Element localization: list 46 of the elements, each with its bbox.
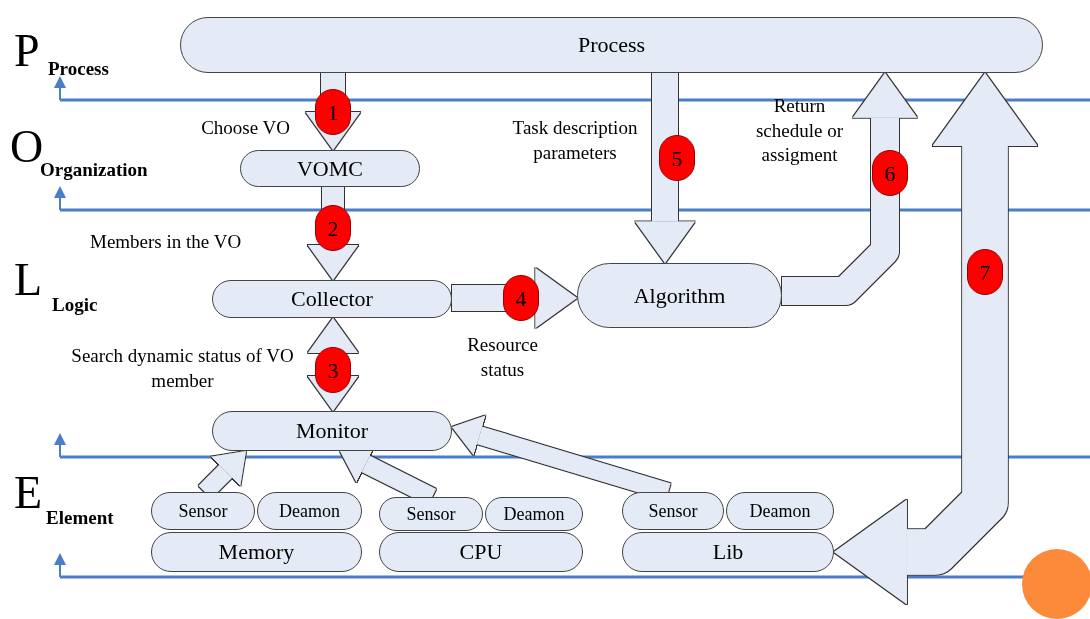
annotation-text: Element bbox=[46, 506, 115, 530]
node-label: CPU bbox=[459, 538, 503, 566]
block-arrow bbox=[834, 73, 1038, 605]
node-label: Memory bbox=[218, 538, 295, 566]
node-label: Sensor bbox=[178, 499, 228, 523]
rounded-box bbox=[151, 532, 362, 572]
rounded-box bbox=[379, 532, 583, 572]
rounded-box bbox=[257, 492, 362, 530]
annotation-text: Choose VO bbox=[200, 116, 290, 140]
node-label: Algorithm bbox=[633, 281, 726, 310]
annotation-text: Search dynamic status of VO member bbox=[70, 344, 295, 393]
step-number-badge: 5 bbox=[659, 135, 695, 181]
rounded-box bbox=[212, 280, 452, 318]
node-label: Monitor bbox=[295, 417, 369, 445]
step-number-badge: 4 bbox=[503, 275, 539, 321]
rounded-box bbox=[577, 263, 782, 328]
block-arrow bbox=[635, 73, 695, 263]
rounded-box bbox=[726, 492, 834, 530]
rounded-box bbox=[622, 492, 724, 530]
annotation-text: Process bbox=[48, 57, 110, 81]
node-label: Deamon bbox=[279, 499, 340, 523]
rounded-box bbox=[622, 532, 834, 572]
rounded-box bbox=[180, 17, 1043, 73]
annotation-text: Task description parameters bbox=[511, 116, 639, 165]
annotation-text: E bbox=[14, 470, 44, 516]
rounded-box bbox=[240, 150, 420, 187]
annotation-text: Logic bbox=[52, 293, 99, 317]
rounded-box bbox=[151, 492, 255, 530]
node-label: Sensor bbox=[648, 499, 698, 523]
rounded-box bbox=[485, 497, 583, 531]
step-number-badge: 6 bbox=[872, 150, 908, 196]
node-label: Deamon bbox=[749, 499, 811, 523]
node-label: Deamon bbox=[503, 502, 565, 526]
annotation-text: Return schedule or assigment bbox=[754, 94, 845, 168]
node-label: VOMC bbox=[297, 154, 363, 183]
node-label: Collector bbox=[291, 285, 373, 313]
annotation-text: Members in the VO bbox=[90, 230, 243, 254]
annotation-text: Resource status bbox=[466, 333, 539, 382]
rounded-box bbox=[379, 497, 483, 531]
step-number-badge: 1 bbox=[315, 89, 351, 135]
node-label: Sensor bbox=[406, 502, 456, 526]
step-number-badge: 2 bbox=[315, 205, 351, 251]
annotation-text: L bbox=[14, 257, 44, 303]
rounded-box bbox=[212, 411, 452, 451]
node-label: Process bbox=[577, 31, 646, 59]
node-label: Lib bbox=[712, 538, 744, 566]
